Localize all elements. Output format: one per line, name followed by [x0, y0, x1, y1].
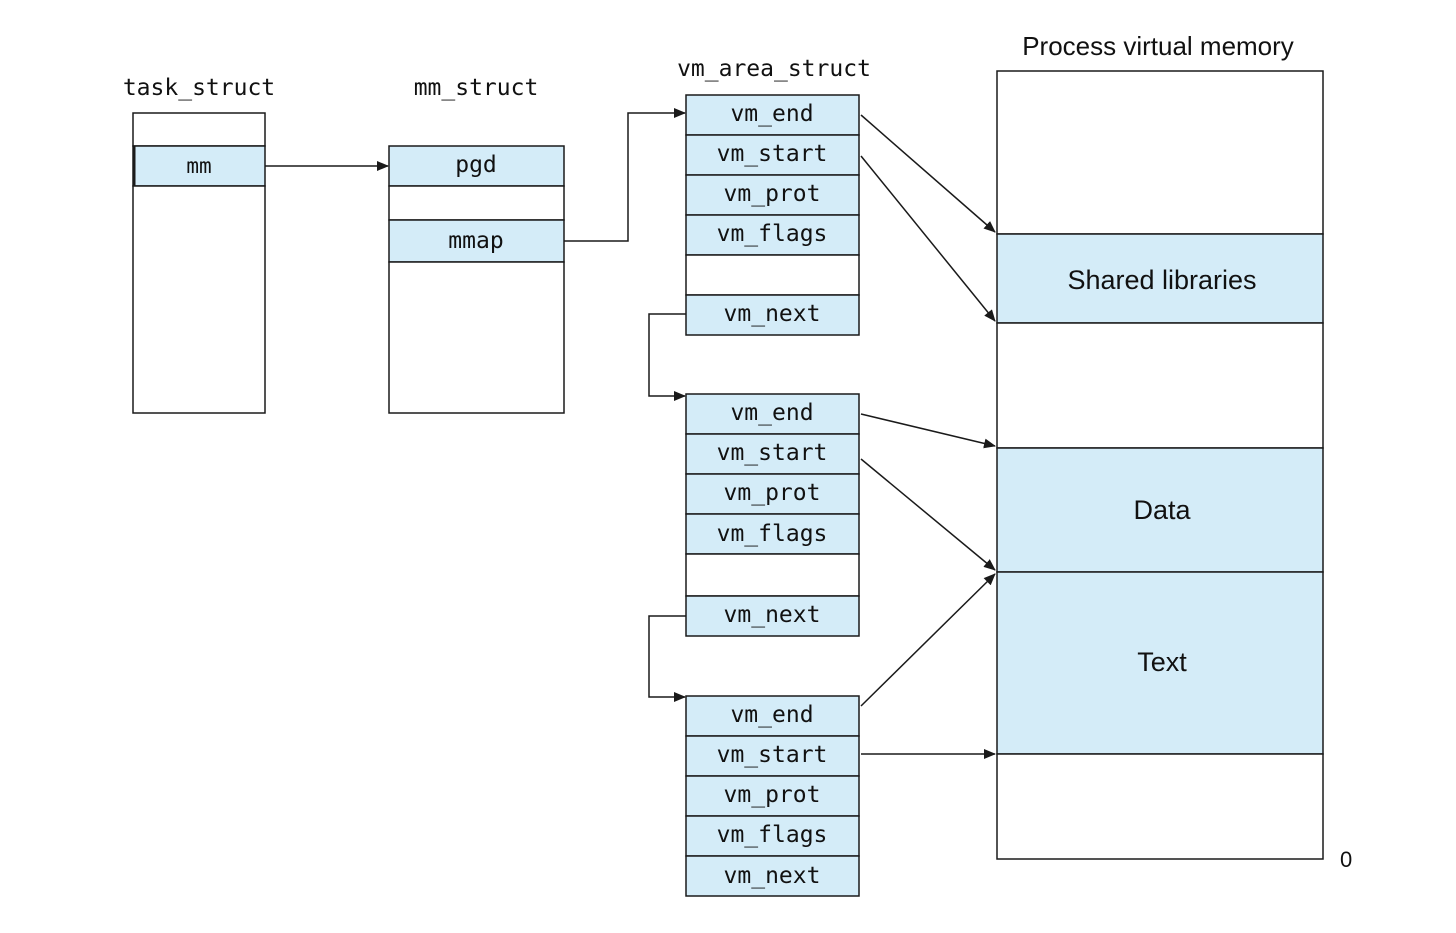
memory-segment-text — [996, 571, 1324, 755]
vm-field-vm-prot-label: vm_prot — [724, 782, 821, 808]
task-struct-box: mm — [132, 112, 266, 414]
vm-field-vm-flags-label: vm_flags — [717, 221, 828, 247]
vm-field-vm-end-label: vm_end — [730, 702, 813, 728]
arrow-block3-end-to-text-top — [860, 573, 996, 707]
vm-field-vm-flags — [685, 513, 860, 555]
vm-field-empty — [685, 553, 860, 597]
task-struct-field-mm-label: mm — [186, 154, 211, 178]
vm-field-vm-prot-label: vm_prot — [724, 181, 821, 207]
mm-struct-field-bottom — [388, 261, 565, 414]
vm-field-vm-flags-label: vm_flags — [717, 822, 828, 848]
vm-area-struct-title: vm_area_struct — [677, 56, 871, 82]
memory-segment-data-label: Data — [1133, 495, 1191, 525]
arrow-block1-start-to-shared-libs-bottom — [860, 155, 996, 322]
process-memory-box: Shared libraries Data Text — [996, 70, 1324, 860]
mm-struct-field-pgd — [388, 145, 565, 187]
vm-area-block-1: vm_end vm_start vm_prot vm_flags vm_next — [685, 94, 860, 336]
vm-field-vm-start — [685, 735, 860, 777]
vm-field-vm-start-label: vm_start — [717, 742, 828, 768]
vm-area-block-3: vm_end vm_start vm_prot vm_flags vm_next — [685, 695, 860, 897]
vm-field-vm-next — [685, 294, 860, 336]
arrow-block2-end-to-data-top — [860, 413, 996, 449]
vm-field-vm-end-label: vm_end — [730, 101, 813, 127]
arrow-vm-next-1-to-block-2 — [648, 313, 686, 401]
vm-field-vm-flags — [685, 214, 860, 256]
vm-field-vm-start — [685, 134, 860, 176]
memory-segment-top-unmapped — [996, 70, 1324, 235]
memory-segment-bottom-unmapped — [996, 753, 1324, 860]
memory-segment-shared-libraries-label: Shared libraries — [1067, 265, 1256, 295]
memory-segment-middle-unmapped — [996, 322, 1324, 449]
arrow-block2-start-to-data-bottom — [860, 458, 996, 571]
task-struct-field-top — [132, 112, 266, 147]
vm-field-vm-start-label: vm_start — [717, 440, 828, 466]
vm-field-empty — [685, 254, 860, 296]
vm-field-vm-next-label: vm_next — [724, 301, 821, 327]
vm-field-vm-next — [685, 855, 860, 897]
memory-segment-text-label: Text — [1137, 647, 1187, 677]
mm-struct-box: pgd mmap — [388, 145, 565, 414]
vm-field-vm-flags-label: vm_flags — [717, 521, 828, 547]
vm-field-vm-prot-label: vm_prot — [724, 480, 821, 506]
memory-segment-shared-libraries — [996, 233, 1324, 324]
connectors — [265, 108, 996, 759]
vm-field-vm-start-label: vm_start — [717, 141, 828, 167]
task-struct-title: task_struct — [123, 75, 275, 101]
vm-field-vm-end-label: vm_end — [730, 400, 813, 426]
mm-struct-title: mm_struct — [414, 75, 539, 101]
vm-field-vm-prot — [685, 473, 860, 515]
vm-field-vm-prot — [685, 174, 860, 216]
mm-struct-field-pgd-label: pgd — [455, 152, 497, 178]
mm-struct-field-empty — [388, 185, 565, 221]
vm-field-vm-next-label: vm_next — [724, 863, 821, 889]
process-memory-title: Process virtual memory — [1022, 31, 1294, 61]
vm-area-block-2: vm_end vm_start vm_prot vm_flags vm_next — [685, 393, 860, 637]
vm-field-vm-end — [685, 695, 860, 737]
mm-struct-field-mmap-label: mmap — [448, 228, 503, 254]
vm-field-vm-end — [685, 393, 860, 435]
memory-bottom-address-label: 0 — [1340, 847, 1352, 872]
arrow-vm-next-2-to-block-3 — [648, 615, 686, 702]
vm-field-vm-next-label: vm_next — [724, 602, 821, 628]
task-struct-field-bottom — [132, 185, 266, 414]
vm-field-vm-start — [685, 433, 860, 475]
arrow-mmap-to-vm-area — [564, 108, 686, 242]
arrow-block1-end-to-shared-libs-top — [860, 114, 996, 233]
